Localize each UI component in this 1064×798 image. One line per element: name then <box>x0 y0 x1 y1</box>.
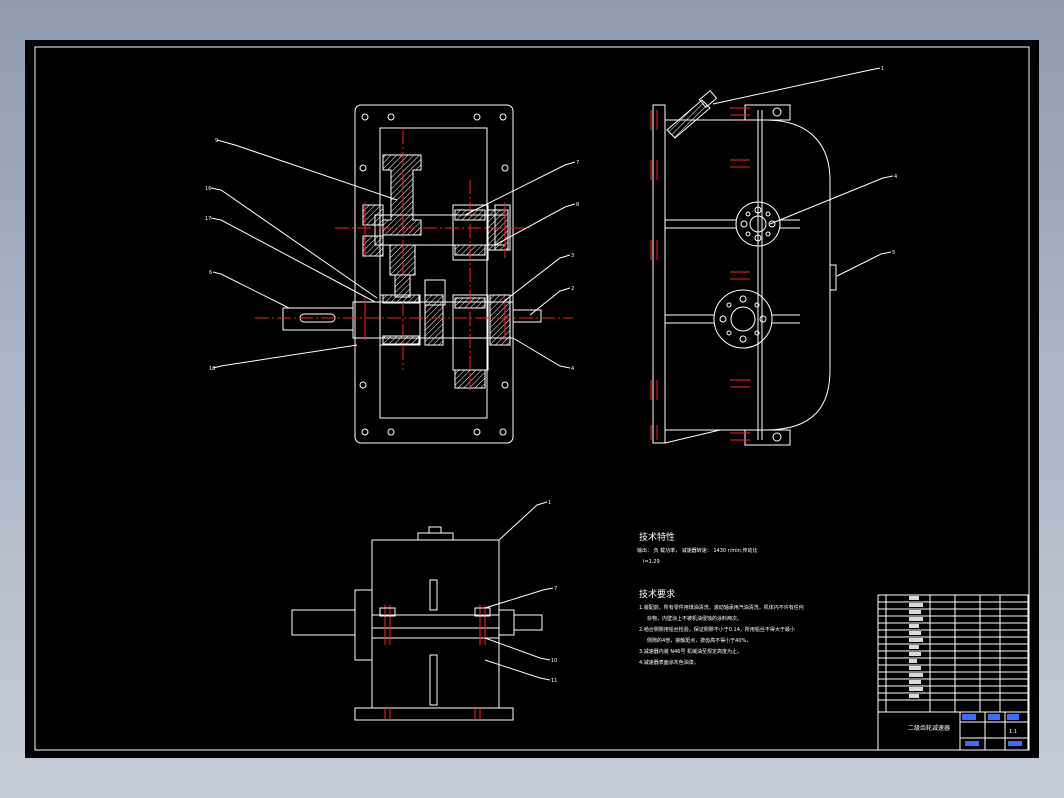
callout-16: 16 <box>205 186 211 192</box>
tech-req-line-3: 2.啮合侧隙用铅丝检验，保证侧隙不小于0.14，所用铅丝不得大于最小 <box>639 626 795 633</box>
callout-8: 8 <box>576 202 579 208</box>
callout-9: 9 <box>215 138 218 144</box>
parts-list: 二级齿轮减速器 1:1 <box>877 594 1029 751</box>
callout-side-5: 5 <box>892 250 895 256</box>
callout-front-11: 11 <box>551 678 557 684</box>
technical-notes: 技术特性 输出： 负 载功率， 减速器转速： 1430 r/min,传动比 i=… <box>637 531 804 666</box>
tech-char-heading: 技术特性 <box>639 531 675 543</box>
side-view: 1 4 5 <box>650 66 897 446</box>
tech-req-heading: 技术要求 <box>639 588 675 600</box>
callout-front-10: 10 <box>551 658 557 664</box>
tech-req-line-6: 4.减速器表面涂灰色油漆。 <box>639 659 699 666</box>
drawing-border <box>34 46 1030 751</box>
tech-req-line-1: 1.装配前，所有零件用煤油清洗，滚动轴承用汽油清洗，机体内不许有任何 <box>639 604 804 611</box>
title-block-scale: 1:1 <box>1009 729 1017 735</box>
callout-7: 7 <box>576 160 579 166</box>
callout-17: 17 <box>205 216 211 222</box>
tech-req-line-2: 杂物，内壁涂上不被机油侵蚀的涂料两次。 <box>647 615 742 622</box>
tech-req-line-5: 3.减速器内装 N46号 机械油至规定高度为止。 <box>639 648 742 655</box>
callout-6: 6 <box>209 270 212 276</box>
callout-front-1: 1 <box>548 500 551 506</box>
callout-side-4: 4 <box>894 174 897 180</box>
callout-front-7: 7 <box>554 586 557 592</box>
callout-3: 3 <box>571 253 574 259</box>
tech-char-line1: 输出： 负 载功率， 减速器转速： 1430 r/min,传动比 <box>637 547 757 554</box>
callout-18: 18 <box>209 366 215 372</box>
callout-2: 2 <box>571 286 574 292</box>
cad-drawing-viewport[interactable]: 9 16 17 6 18 7 8 3 2 4 <box>25 40 1039 758</box>
callout-side-1: 1 <box>881 66 884 72</box>
tech-req-line-4: 侧隙的4倍，接触斑点，按齿高不得小于40%， <box>647 637 751 644</box>
drawing-sheet: 9 16 17 6 18 7 8 3 2 4 <box>34 46 1030 751</box>
callout-4: 4 <box>571 366 574 372</box>
top-view: 9 16 17 6 18 7 8 3 2 4 <box>205 104 579 444</box>
tech-char-line2: i=1.29 <box>643 559 660 565</box>
front-view: 1 7 10 11 <box>291 500 557 721</box>
title-block-name: 二级齿轮减速器 <box>908 724 950 732</box>
